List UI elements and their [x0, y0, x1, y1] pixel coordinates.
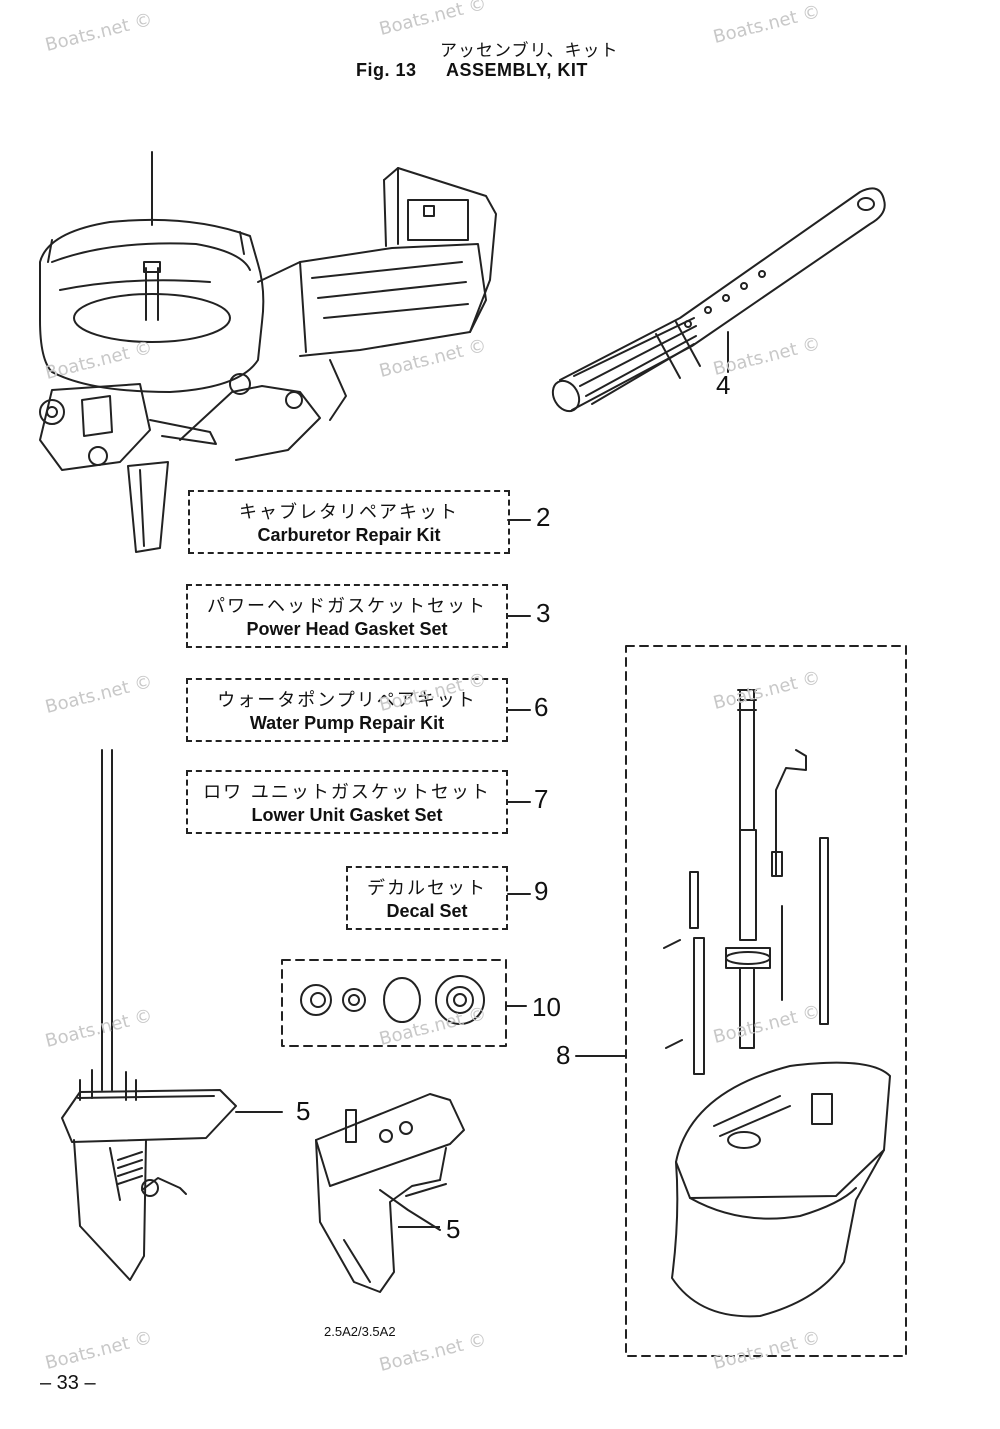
callout-3: 3 [536, 598, 551, 628]
water-pump-repair-kit-box: ウォータポンプリペアキット Water Pump Repair Kit [186, 678, 508, 742]
power-head-assembly-drawing [39, 151, 497, 553]
power-head-gasket-set-box: パワーヘッドガスケットセット Power Head Gasket Set [186, 584, 508, 648]
figure-title-japanese: アッセンブリ、キット [440, 41, 619, 61]
kit-label-jp: ロワ ユニットガスケットセット [203, 782, 491, 803]
kit-label-en: Power Head Gasket Set [246, 619, 448, 639]
callout-5-right: 5 [446, 1214, 461, 1244]
kit-label-en: Decal Set [386, 901, 468, 921]
kit-label-en: Lower Unit Gasket Set [251, 805, 443, 825]
figure-number: Fig. 13 [356, 60, 417, 80]
page-number: – 33 – [40, 1372, 96, 1394]
tiller-handle-drawing [551, 187, 886, 413]
lower-unit-drawing [61, 749, 283, 1281]
callout-7: 7 [534, 784, 549, 814]
callout-5-left: 5 [296, 1096, 311, 1126]
model-label: 2.5A2/3.5A2 [324, 1324, 396, 1339]
callout-2: 2 [536, 502, 551, 532]
figure-title-english: ASSEMBLY, KIT [446, 60, 588, 80]
callout-6: 6 [534, 692, 549, 722]
kit-label-jp: パワーヘッドガスケットセット [207, 596, 487, 617]
kit-label-en: Carburetor Repair Kit [257, 525, 441, 545]
gear-case-drawing [315, 1093, 465, 1293]
lower-unit-gasket-set-box: ロワ ユニットガスケットセット Lower Unit Gasket Set [186, 770, 508, 834]
callout-4: 4 [716, 370, 731, 400]
decal-set-box: デカルセット Decal Set [346, 866, 508, 930]
carburetor-repair-kit-box: キャブレタリペアキット Carburetor Repair Kit [188, 490, 510, 554]
kit-label-en: Water Pump Repair Kit [249, 713, 445, 733]
lower-case-group-drawing [575, 645, 907, 1357]
figure-title: Fig. 13 ASSEMBLY, KIT [356, 60, 588, 81]
leader-line-5-right [398, 1226, 440, 1228]
callout-8: 8 [556, 1040, 571, 1070]
kit-label-jp: キャブレタリペアキット [239, 502, 459, 523]
callout-9: 9 [534, 876, 549, 906]
callout-10: 10 [532, 992, 561, 1022]
kit-label-jp: ウォータポンプリペアキット [217, 690, 477, 711]
kit-label-jp: デカルセット [367, 878, 487, 899]
water-pump-kit-parts-drawing [281, 959, 527, 1047]
